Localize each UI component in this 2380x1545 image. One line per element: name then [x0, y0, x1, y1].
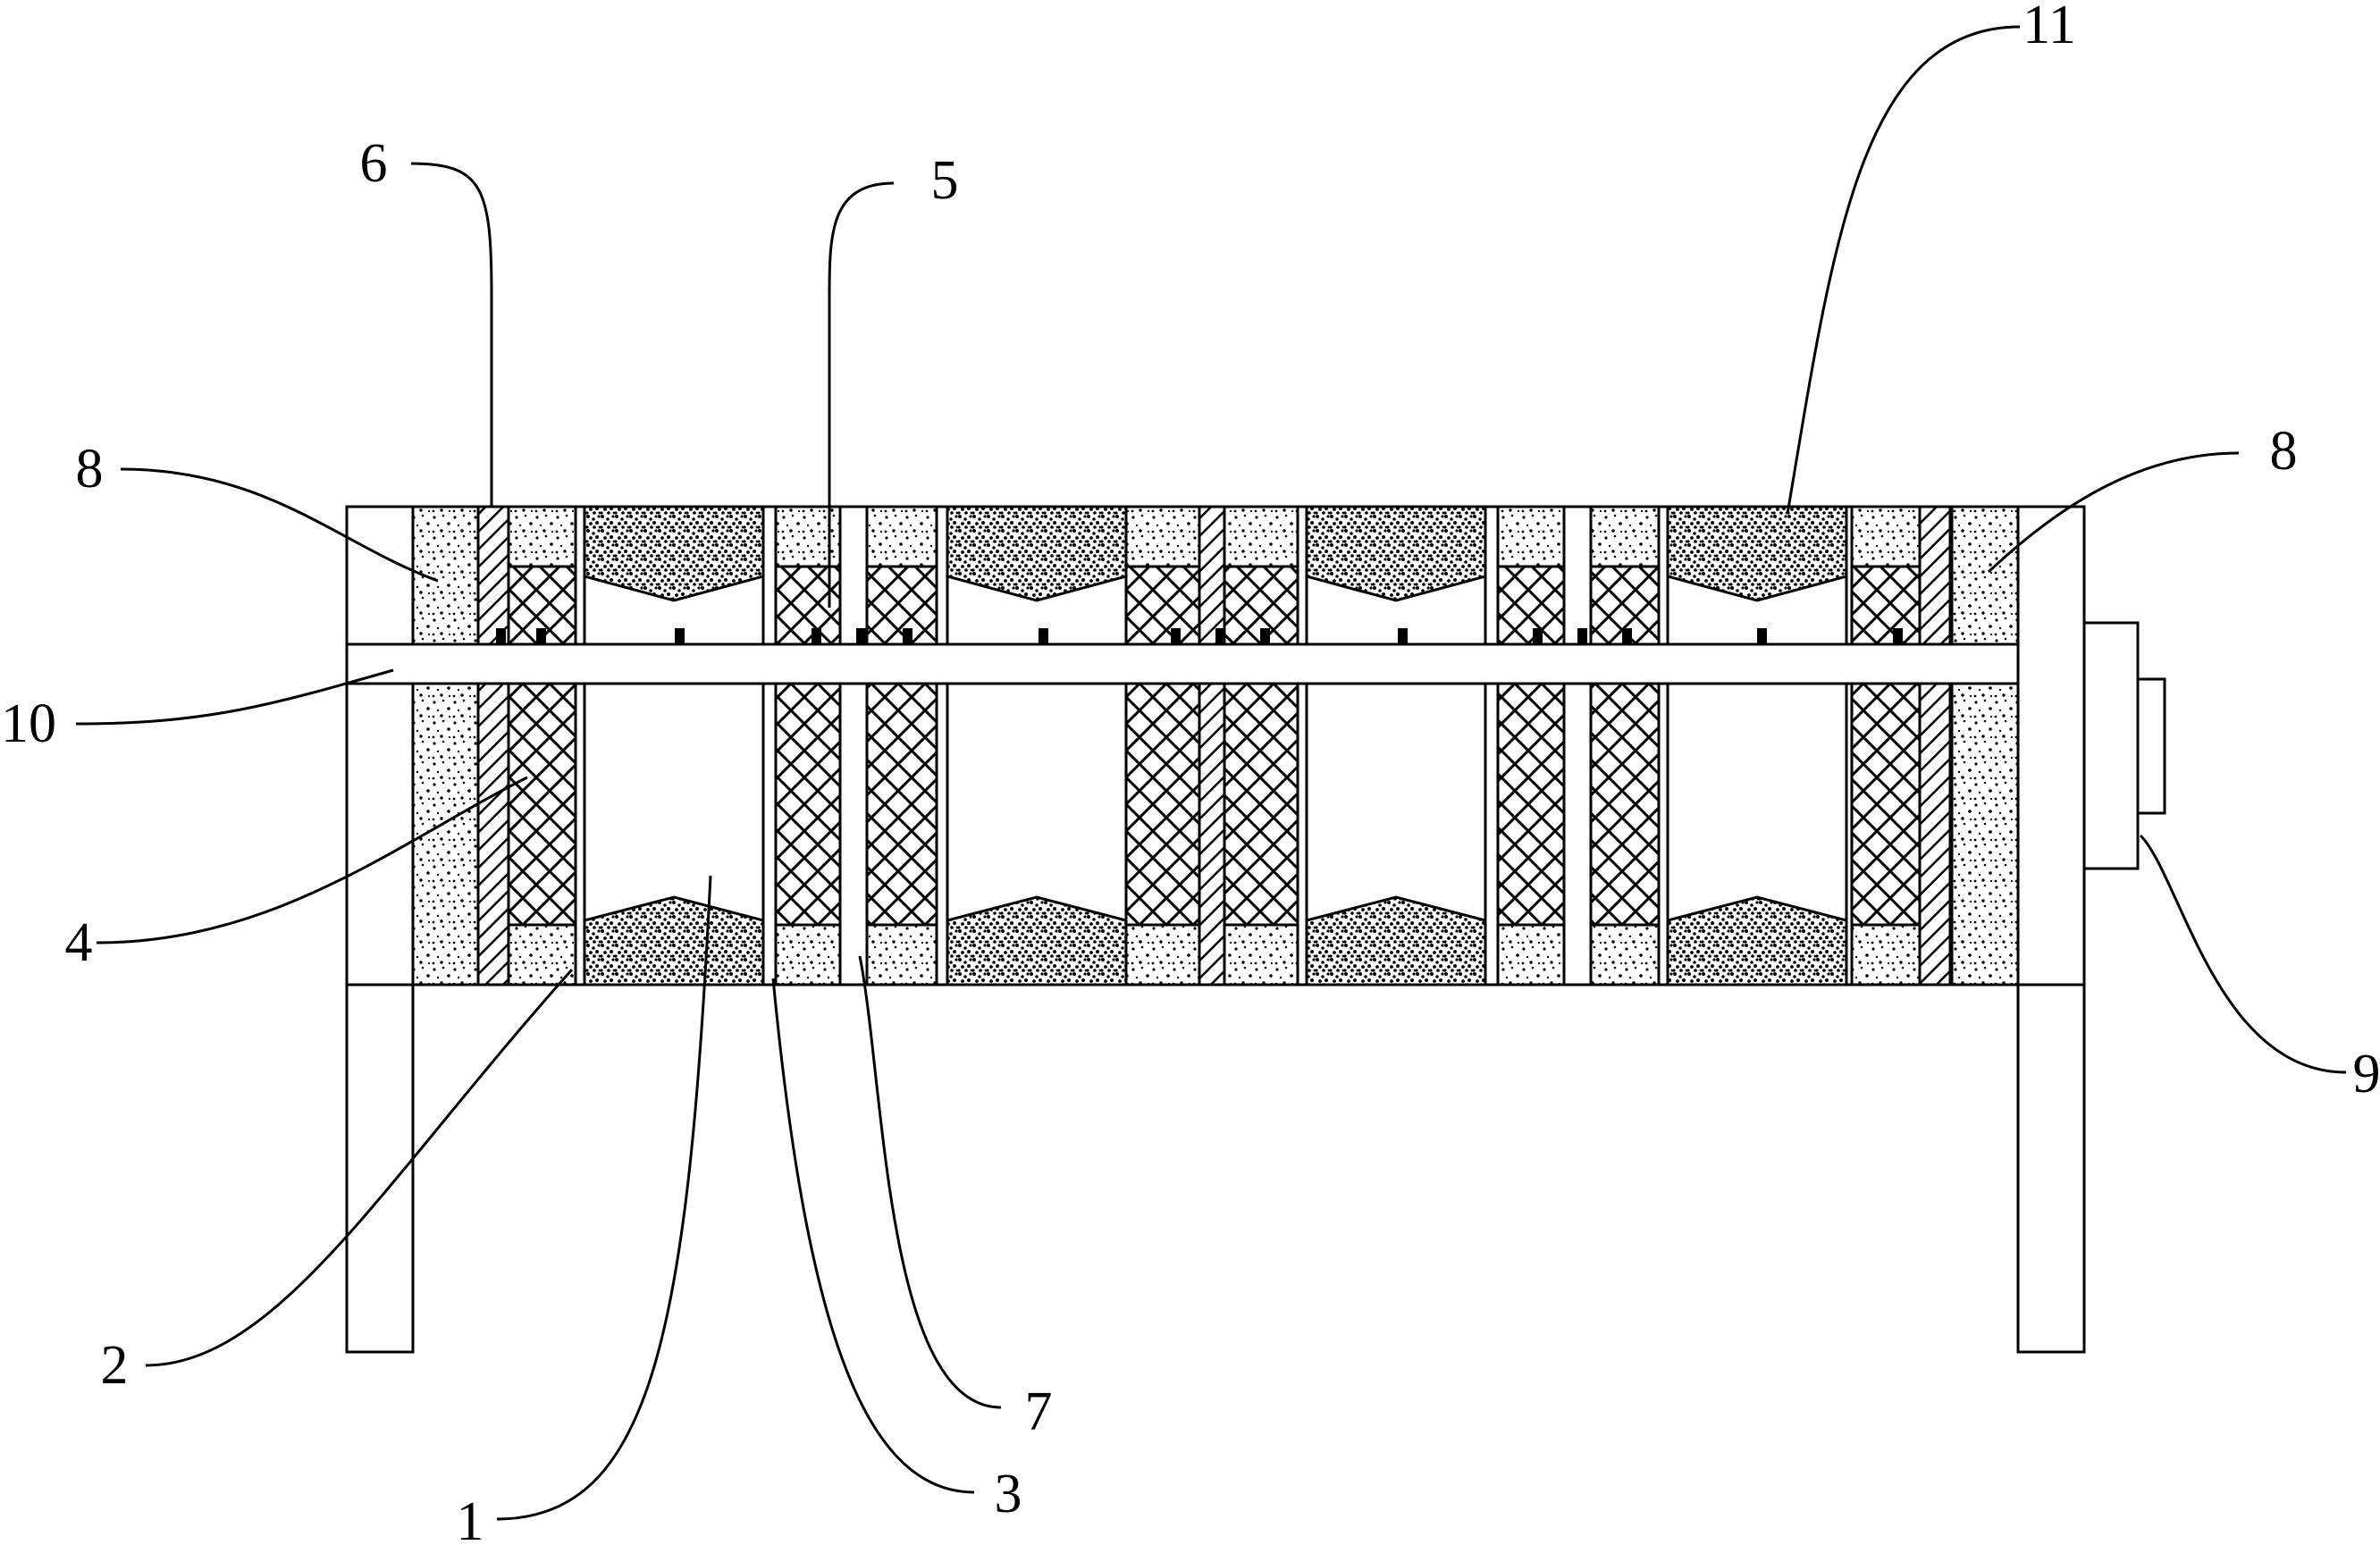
cross-block	[1852, 567, 1920, 925]
end-block-left	[413, 507, 478, 985]
label-3: 3	[995, 1464, 1022, 1524]
label-5: 5	[931, 150, 959, 211]
dark-plate	[1199, 507, 1224, 985]
label-11: 11	[2023, 0, 2076, 55]
blade-marker	[1039, 628, 1048, 644]
blade-marker	[1757, 628, 1767, 644]
blade-marker	[675, 628, 685, 644]
label-8b: 8	[2270, 421, 2298, 482]
blade-marker	[1533, 628, 1543, 644]
cross-block	[1498, 567, 1564, 925]
dotted-cap-top	[1591, 507, 1659, 567]
blade-marker	[1260, 628, 1270, 644]
label-10: 10	[1, 693, 56, 754]
hatched-plate	[478, 507, 509, 985]
label-9: 9	[2353, 1044, 2380, 1104]
cross-block	[1224, 567, 1298, 925]
cross-block	[867, 567, 937, 925]
dotted-cap-top	[867, 507, 937, 567]
thin-strip	[1564, 507, 1591, 985]
dotted-cap-top	[1852, 507, 1920, 567]
dotted-cap-bottom	[1591, 925, 1659, 985]
label-4: 4	[65, 912, 93, 973]
blade-marker	[536, 628, 546, 644]
label-2: 2	[101, 1335, 129, 1396]
label-6: 6	[360, 133, 388, 194]
dotted-cap-top	[509, 507, 576, 567]
blade-marker	[856, 628, 866, 644]
blade-marker	[1622, 628, 1632, 644]
label-1: 1	[457, 1491, 484, 1541]
blade-marker	[1398, 628, 1408, 644]
blade-marker	[812, 628, 821, 644]
leader-6	[411, 164, 492, 507]
blade-marker	[903, 628, 912, 644]
cross-block	[1126, 567, 1199, 925]
cross-block	[509, 567, 576, 925]
dotted-cap-bottom	[867, 925, 937, 985]
leader-7	[860, 956, 1001, 1407]
dotted-cap-bottom	[1498, 925, 1564, 985]
blade-marker	[1577, 628, 1587, 644]
label-7: 7	[1025, 1381, 1053, 1442]
blade-marker	[1171, 628, 1181, 644]
dotted-cap-bottom	[1224, 925, 1298, 985]
label-8a: 8	[76, 439, 104, 500]
thin-strip	[840, 507, 867, 985]
end-block-right	[1952, 507, 2018, 985]
blade-marker	[496, 628, 506, 644]
blade-marker	[1215, 628, 1225, 644]
dotted-cap-bottom	[776, 925, 840, 985]
shaft	[347, 644, 2018, 684]
dotted-cap-bottom	[1126, 925, 1199, 985]
internal-components	[413, 507, 2018, 985]
leader-11	[1787, 27, 2020, 514]
dotted-cap-bottom	[1852, 925, 1920, 985]
cross-block	[776, 567, 840, 925]
motor-flange	[2138, 679, 2165, 813]
cross-block	[1591, 567, 1659, 925]
dotted-cap-top	[1498, 507, 1564, 567]
hatched-plate	[1920, 507, 1950, 985]
blade-marker	[1893, 628, 1903, 644]
motor-body	[2084, 623, 2138, 869]
leader-9	[2140, 835, 2346, 1072]
dotted-cap-top	[1126, 507, 1199, 567]
dotted-cap-top	[1224, 507, 1298, 567]
